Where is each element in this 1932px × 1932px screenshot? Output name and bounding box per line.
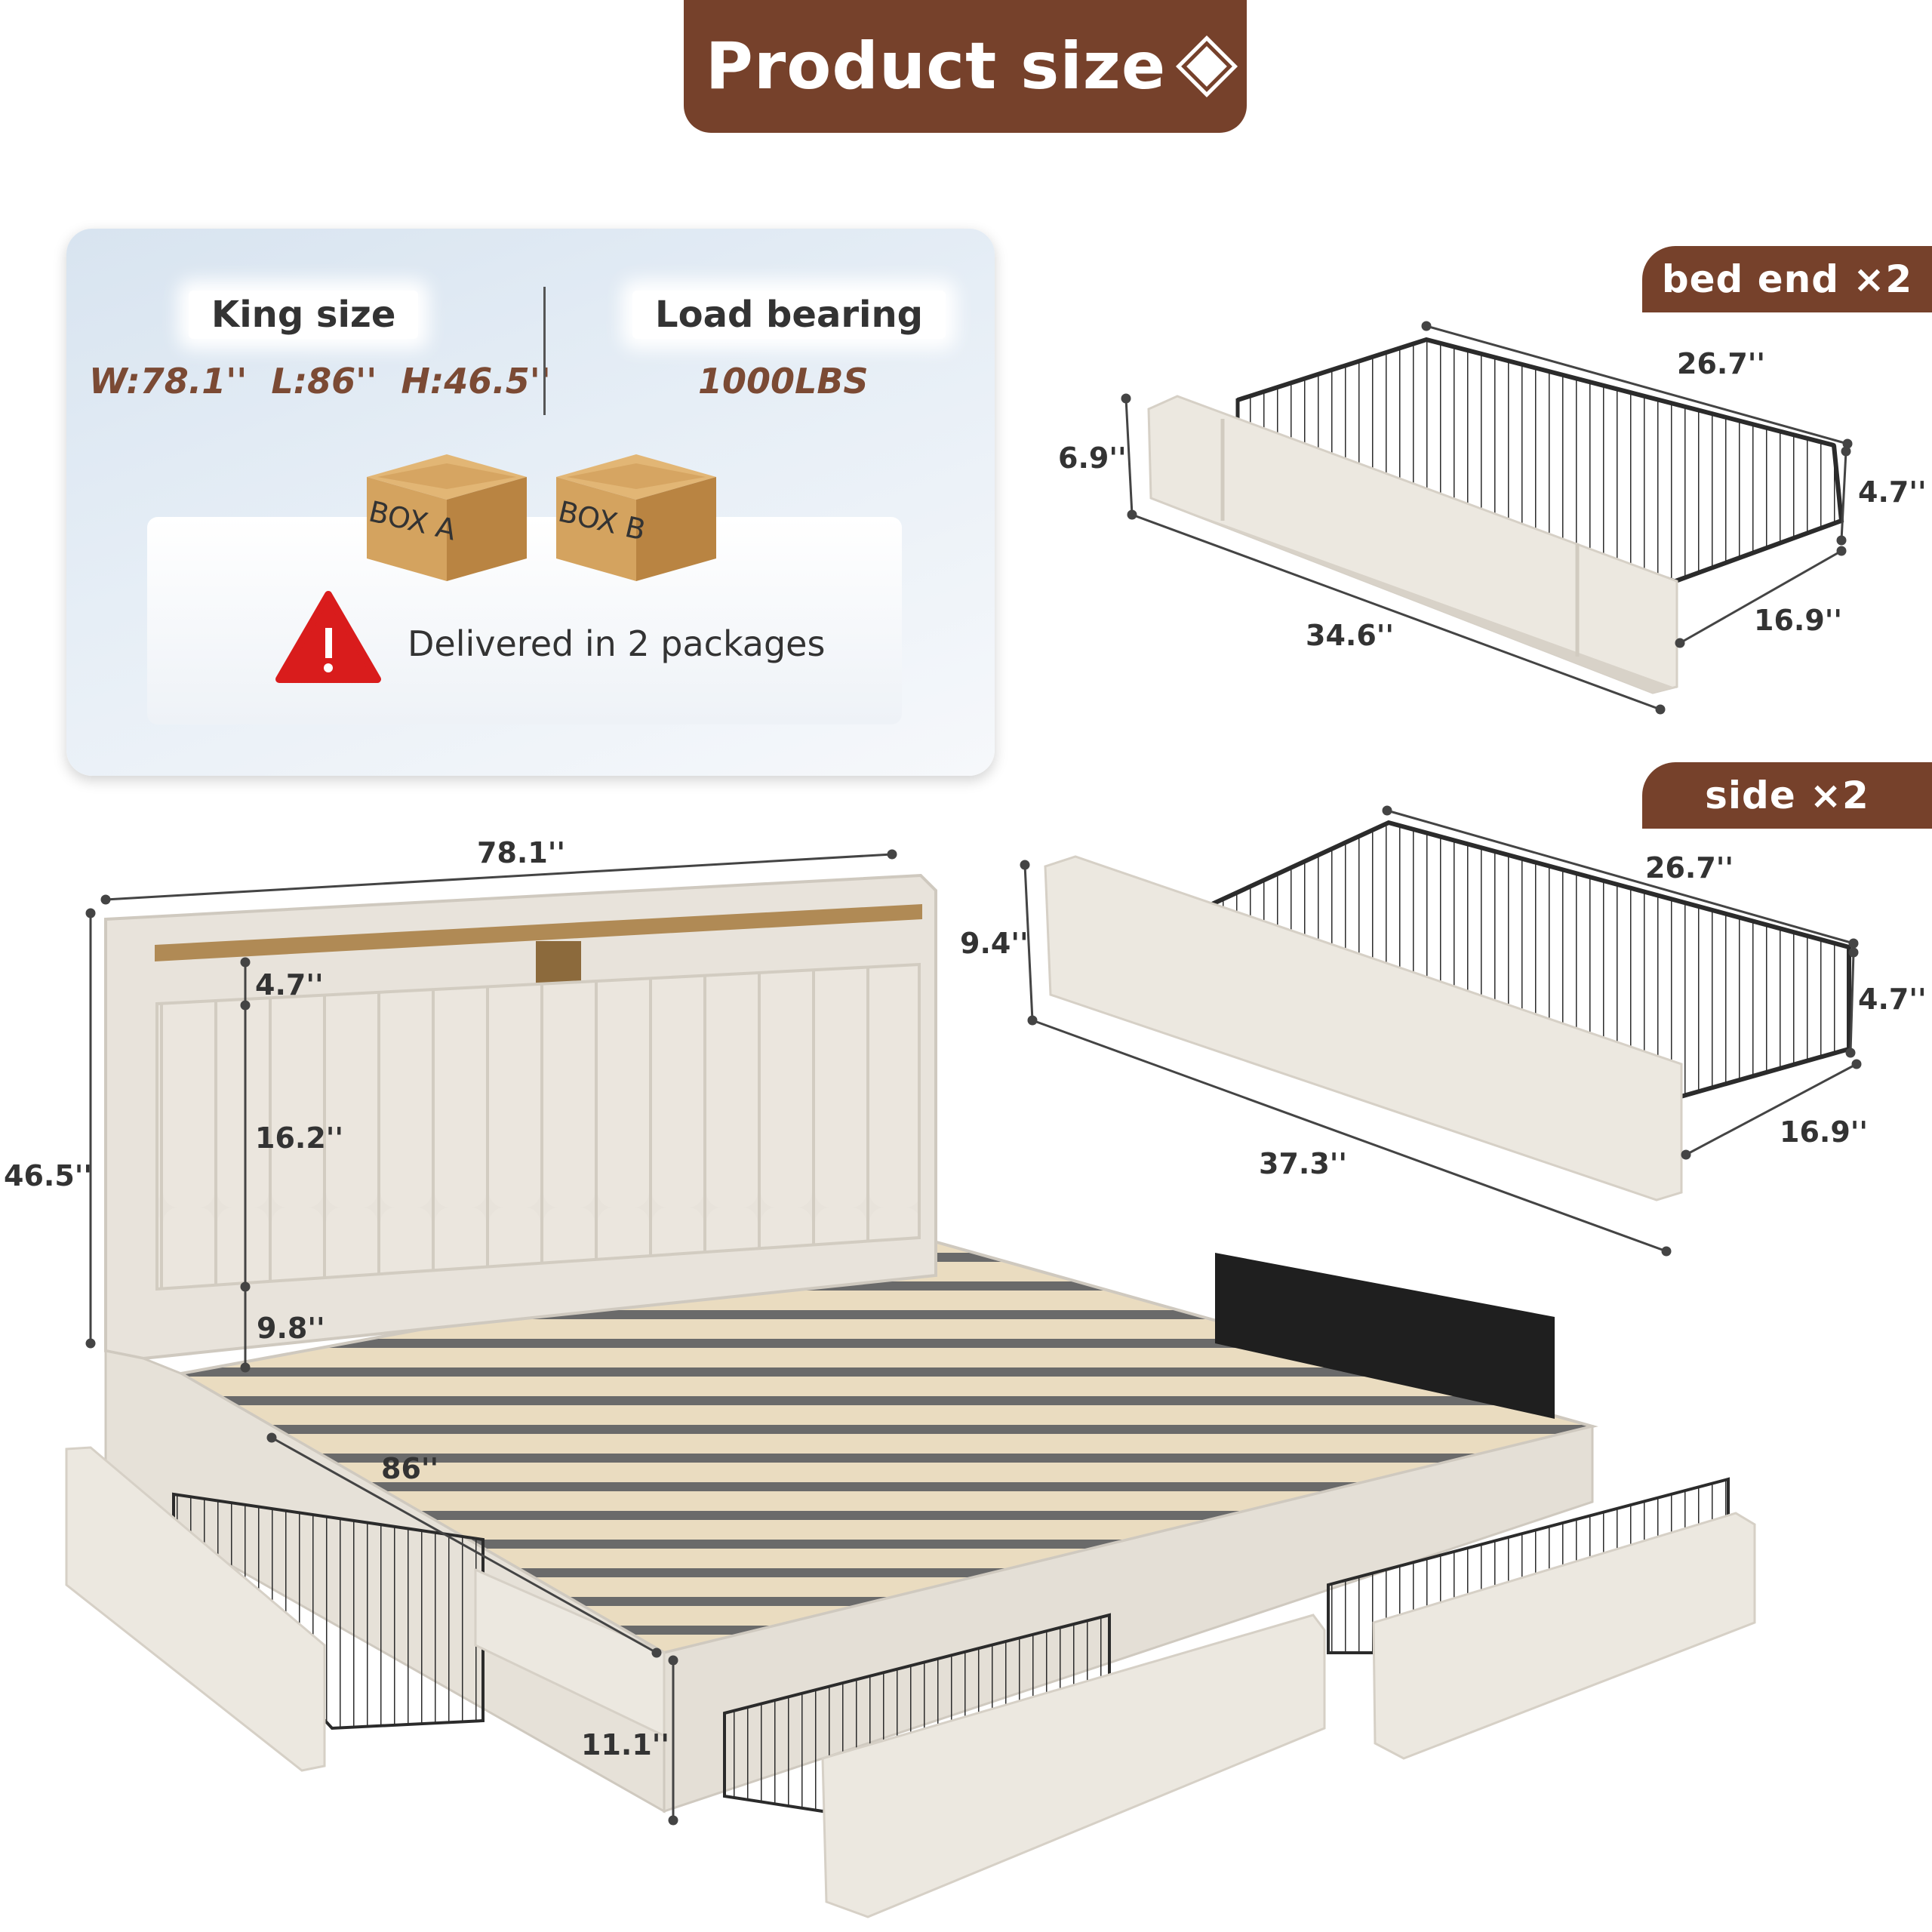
bed-width-label: 78.1'' <box>477 836 566 869</box>
shelf-gap-label: 4.7'' <box>255 968 324 1001</box>
side-drawer <box>1044 820 1851 1201</box>
bed-height-label: 46.5'' <box>4 1159 93 1192</box>
headboard-panel-label: 16.2'' <box>255 1121 344 1155</box>
side-height-label: 11.1'' <box>581 1728 670 1761</box>
side-depth-label: 26.7'' <box>1645 851 1734 884</box>
bed-end-length-label: 34.6'' <box>1306 619 1395 652</box>
bed-end-basket-height-label: 4.7'' <box>1858 475 1927 509</box>
side-front-height-label: 9.4'' <box>960 927 1029 960</box>
bed-end-depth-label: 26.7'' <box>1677 347 1766 380</box>
delivery-text: Delivered in 2 packages <box>408 623 826 664</box>
side-length-label: 37.3'' <box>1259 1147 1348 1180</box>
page-title: Product size <box>705 29 1167 104</box>
load-bearing-label: Load bearing <box>632 291 946 339</box>
king-size-label: King size <box>189 291 419 339</box>
side-basket-height-label: 4.7'' <box>1858 983 1927 1016</box>
bed-end-tag: bed end ×2 <box>1642 246 1932 312</box>
bed-length-label: 86'' <box>381 1452 439 1485</box>
side-tag: side ×2 <box>1642 762 1932 829</box>
king-size-dimensions: W:78.1'' L:86'' H:46.5'' <box>89 361 551 401</box>
title-banner: Product size <box>684 0 1247 133</box>
side-dimension-lines <box>1020 805 1862 1257</box>
bed-end-drawer <box>1147 337 1844 694</box>
bed-end-basket-width-label: 16.9'' <box>1754 604 1843 637</box>
spec-divider <box>543 287 546 415</box>
side-basket-width-label: 16.9'' <box>1780 1115 1869 1149</box>
bed-illustration <box>65 873 1756 1918</box>
load-bearing-value: 1000LBS <box>698 361 869 401</box>
bed-dimension-lines <box>85 849 897 1826</box>
floor-to-panel-label: 9.8'' <box>257 1312 325 1345</box>
bed-end-dimension-lines <box>1121 321 1853 715</box>
bed-end-front-height-label: 6.9'' <box>1058 441 1127 475</box>
